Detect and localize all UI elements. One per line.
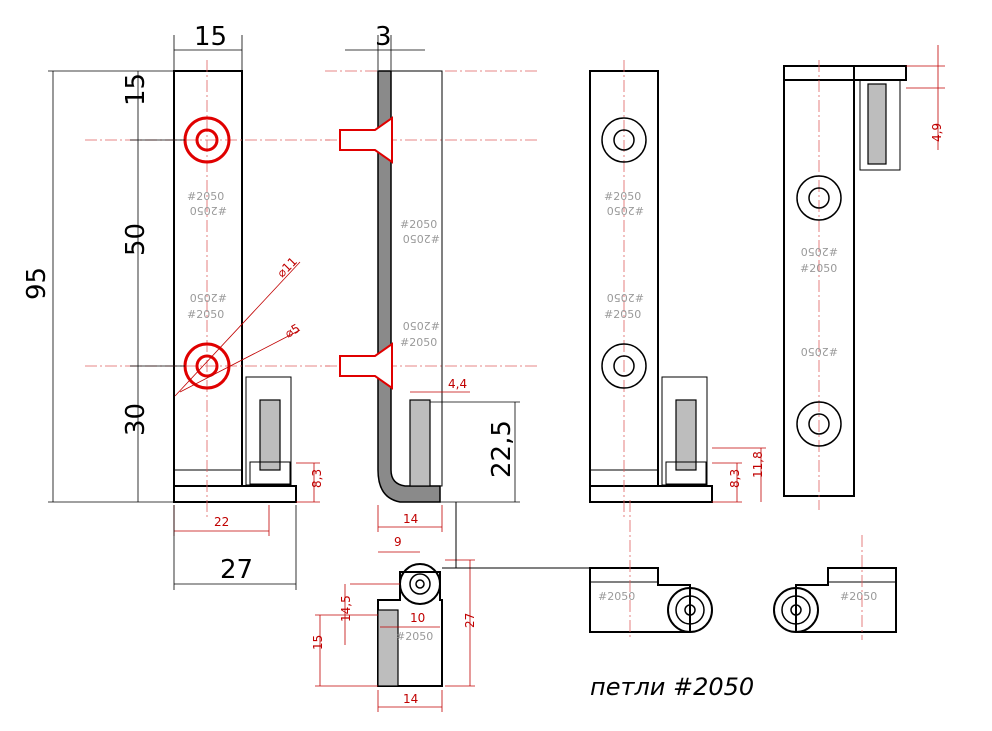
section-view: #2050 #2050 #2050 4,9	[783, 45, 945, 510]
side-view: #2050 #2050 #2050 #2050 3 4,4 22,5 14	[325, 22, 540, 532]
svg-text:#2050: #2050	[190, 291, 227, 304]
svg-text:22,5: 22,5	[487, 420, 517, 478]
svg-text:30: 30	[121, 403, 151, 436]
svg-text:#2050: #2050	[396, 630, 433, 643]
svg-text:15: 15	[121, 73, 151, 106]
svg-text:⌀11: ⌀11	[274, 254, 300, 280]
svg-text:#2050: #2050	[400, 336, 437, 349]
svg-text:95: 95	[22, 267, 52, 300]
hinge-leaf	[377, 70, 441, 503]
part-tag: #2050	[187, 190, 224, 203]
svg-text:#2050: #2050	[607, 291, 644, 304]
svg-text:#2050: #2050	[598, 590, 635, 603]
svg-text:#2050: #2050	[403, 232, 440, 245]
svg-text:⌀5: ⌀5	[283, 321, 303, 341]
drawing-caption: петли #2050	[590, 673, 754, 701]
back-view: #2050 #2050 #2050 #2050 8,3 11,8	[589, 60, 766, 520]
svg-text:#2050: #2050	[801, 345, 838, 358]
svg-text:14,5: 14,5	[339, 595, 353, 622]
svg-text:#2050: #2050	[187, 308, 224, 321]
svg-text:#2050: #2050	[604, 308, 641, 321]
svg-text:#2050: #2050	[403, 319, 440, 332]
svg-text:11,8: 11,8	[751, 451, 765, 478]
svg-text:#2050: #2050	[400, 218, 437, 231]
svg-text:4,9: 4,9	[930, 123, 944, 142]
svg-text:#2050: #2050	[801, 245, 838, 258]
plan-view-right: #2050	[773, 535, 897, 640]
front-view: #2050 #2050 #2050 #2050 ⌀11 ⌀5 15 95 15 …	[22, 22, 330, 590]
svg-text:#2050: #2050	[604, 190, 641, 203]
svg-text:27: 27	[463, 613, 477, 628]
svg-text:15: 15	[194, 22, 227, 52]
svg-text:8,3: 8,3	[310, 469, 324, 488]
bottom-view: #2050 9 14,5 10 27 15 14	[311, 535, 477, 712]
svg-text:#2050: #2050	[607, 204, 644, 217]
svg-text:9: 9	[394, 535, 402, 549]
svg-text:4,4: 4,4	[448, 377, 467, 391]
svg-text:8,3: 8,3	[728, 469, 742, 488]
svg-text:#2050: #2050	[840, 590, 877, 603]
svg-text:22: 22	[214, 515, 229, 529]
svg-text:10: 10	[410, 611, 425, 625]
plan-view-left: #2050	[589, 500, 713, 640]
svg-text:#2050: #2050	[800, 262, 837, 275]
svg-text:3: 3	[375, 22, 392, 52]
svg-text:50: 50	[121, 223, 151, 256]
svg-text:#2050: #2050	[190, 204, 227, 217]
svg-text:14: 14	[403, 512, 418, 526]
svg-text:27: 27	[220, 555, 253, 585]
svg-text:14: 14	[403, 692, 418, 706]
svg-text:15: 15	[311, 635, 325, 650]
